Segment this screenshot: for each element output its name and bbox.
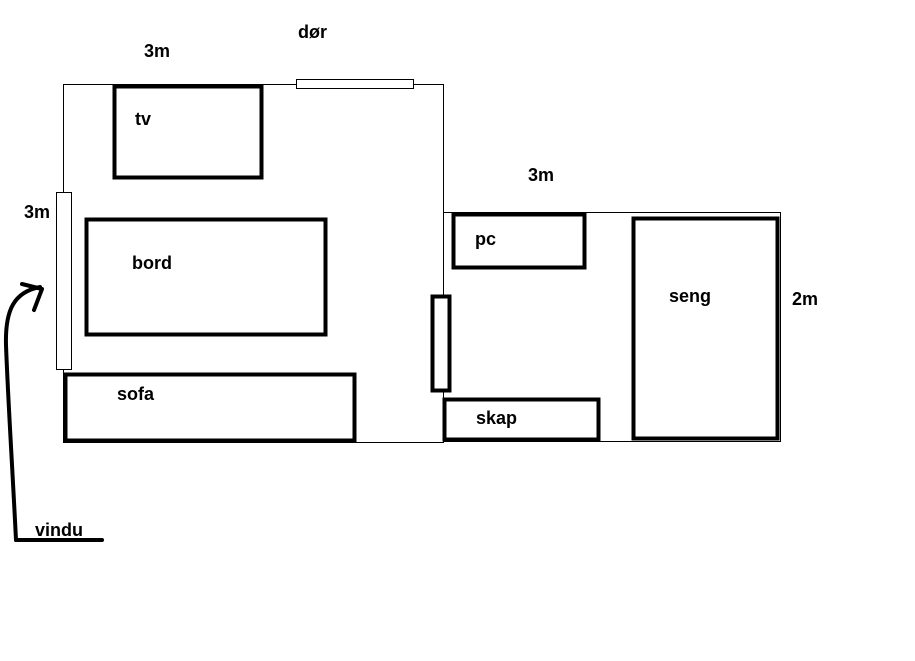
passage-door-symbol [430,294,452,393]
pc-label: pc [475,229,496,249]
window-arrow-line [3,285,42,542]
sofa-box [63,372,357,443]
room2-height-label: 2m [792,289,818,309]
room2-width-label: 3m [528,165,554,185]
door-label: dør [298,22,327,42]
room1-height-label: 3m [24,202,50,222]
cabinet-label: skap [476,408,517,428]
door-symbol [296,79,414,89]
sofa-label: sofa [117,384,155,404]
window-arrow-head [20,282,44,312]
bed-box [631,216,780,441]
room1-width-label: 3m [144,41,170,61]
window-label: vindu [35,520,83,540]
bed-label: seng [669,286,711,306]
table-label: bord [132,253,172,273]
cabinet-box [442,397,601,442]
tv-box [112,84,264,180]
table-box [84,217,328,337]
window-symbol [56,192,72,370]
pc-box [451,212,587,270]
tv-label: tv [135,109,151,129]
